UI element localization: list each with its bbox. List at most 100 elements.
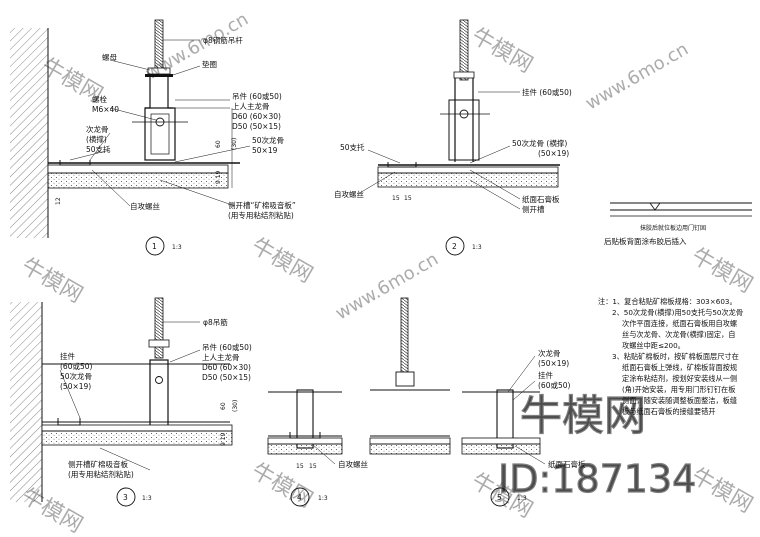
d3-panel-label: 侧开槽矿棉吸音板	[68, 459, 128, 469]
svg-text:12: 12	[55, 197, 62, 205]
detail-scale-5: 1:3	[517, 495, 527, 502]
detail-number-circle-4	[290, 487, 310, 507]
d3-keel-size: (50×19)	[60, 382, 91, 391]
d5-cross-keel-size: (50×19)	[538, 359, 569, 368]
mineral-panel-3	[41, 430, 233, 446]
d2-hanger-label: 挂件 (60或50)	[522, 87, 572, 97]
d3-rod-label: φ8吊筋	[203, 317, 228, 327]
d5-board-label: 纸面石膏板	[548, 459, 586, 469]
gypsum-board-2	[377, 166, 559, 174]
notes-block: 注：1、复合粘贴矿棉板规格：303×603。2、50次龙骨(横撑)用50支托与5…	[598, 296, 758, 417]
hook-2	[454, 78, 474, 162]
detail-scale-2: 1:3	[472, 244, 482, 251]
note-line: 纸面石膏板上弹线，矿棉板背面按规	[622, 363, 738, 372]
d5-cross-keel-label: 次龙骨	[538, 348, 561, 358]
d2-board-label: 纸面石膏板	[522, 194, 560, 204]
mineral-panel-4	[267, 443, 343, 455]
note-line: 攻螺丝中距≤200。	[622, 341, 685, 350]
side-detail-caption: 抹胶后就位板边用门钉固	[640, 224, 706, 232]
svg-text:15: 15	[296, 463, 304, 470]
d3-keel-label: 50次龙骨	[60, 371, 92, 381]
detail-3: 60 (30) 9 19 φ8吊筋 挂件 (60或50) 50次龙骨 (50×1…	[10, 297, 252, 507]
watermark-brand-i: 牛模网	[687, 464, 757, 519]
hanger-3	[149, 359, 169, 429]
d1-screw-label: 自攻螺丝	[130, 201, 160, 211]
d3-hook-size: (60或50)	[60, 361, 93, 371]
d2-bracket-label: 50支托	[340, 142, 365, 152]
rod-3	[154, 297, 164, 359]
d1-secondary-keel-size: 50×19	[252, 146, 278, 155]
detail-scale-1: 1:3	[172, 244, 182, 251]
rod-2	[459, 19, 469, 81]
washer-1	[145, 74, 173, 77]
d1-main-keel-label: 上人主龙骨	[232, 101, 270, 111]
d1-cross-keel-sub: (横撑)	[86, 134, 107, 144]
watermark-brand-b: 牛模网	[467, 24, 537, 79]
d3-d60-label: D60 (60×30)	[202, 363, 251, 372]
main-keel-1	[144, 107, 176, 161]
watermark-site-b: www.6mo.cn	[582, 39, 692, 115]
note-line: 定涂布粘结剂，按划好安装线从一侧	[622, 374, 738, 383]
d1-bolt-size: M6×40	[92, 105, 119, 114]
gypsum-board-1	[47, 164, 229, 174]
watermark-brand-d: 牛模网	[247, 234, 317, 289]
detail-5: 次龙骨 (50×19) 挂件 (60或50) 纸面石膏板 5 1:3	[369, 297, 586, 507]
d3-hanger-label: 吊件 (60或50)	[202, 342, 252, 352]
side-detail-note: 后贴板背面涂布胶后插入	[604, 236, 687, 246]
d1-bolt-label: 螺栓	[92, 94, 107, 104]
d1-rod-label: φ8钢筋吊杆	[203, 35, 243, 45]
d5-hook-label: 挂件	[538, 370, 553, 380]
note-line: 次作平面连接，纸面石膏板用自攻螺	[622, 319, 738, 328]
d1-panel-note: (用专用粘结剂粘贴)	[228, 210, 294, 220]
svg-text:9 19: 9 19	[215, 170, 222, 184]
watermark-id-block: 牛模网 ID:187134	[497, 390, 697, 501]
detail-2: 15 15 挂件 (60或50) 50支托 50次龙骨 (横撑) (50×19)…	[334, 19, 572, 256]
d5-hook-size: (60或50)	[538, 380, 571, 390]
d1-d50-label: D50 (50×15)	[232, 122, 281, 131]
d2-screw-label: 自攻螺丝	[334, 189, 364, 199]
d1-secondary-keel-label: 50次龙骨	[252, 135, 284, 145]
d3-main-keel-label: 上人主龙骨	[202, 352, 240, 362]
d1-bracket-label: 50支托	[86, 144, 111, 154]
watermark-id: ID:187134	[498, 457, 696, 501]
detail-scale-3: 1:3	[142, 495, 152, 502]
watermark-brand-f: 牛模网	[247, 459, 317, 514]
d3-hook-label: 挂件	[60, 351, 75, 361]
wall-3	[10, 302, 42, 502]
side-detail: 抹胶后就位板边用门钉固 后贴板背面涂布胶后插入	[604, 202, 752, 246]
d3-panel-note: (用专用粘结剂粘贴)	[68, 469, 134, 479]
svg-text:(30): (30)	[231, 138, 238, 150]
detail-number-5: 5	[497, 493, 502, 502]
detail-number-circle-2	[445, 236, 465, 256]
watermark-brand-g: 牛模网	[17, 484, 87, 537]
d2-cross-keel-size: (50×19)	[538, 149, 569, 158]
detail-number-1: 1	[152, 242, 157, 251]
watermark-brand-e: 牛模网	[687, 244, 757, 299]
d1-d60-label: D60 (60×30)	[232, 112, 281, 121]
hanger-1	[145, 77, 173, 109]
svg-text:15: 15	[392, 195, 400, 202]
mineral-panel-5	[461, 443, 541, 455]
rod-5	[400, 297, 409, 377]
detail-number-circle-5	[490, 487, 510, 507]
note-line: 2、50次龙骨(横撑)用50支托与50次龙骨	[612, 308, 744, 317]
watermark-brand-large: 牛模网	[520, 391, 646, 440]
d1-washer-label: 垫圈	[202, 59, 217, 69]
d2-cross-keel-label: 50次龙骨 (横撑)	[512, 138, 567, 148]
svg-text:9 19: 9 19	[220, 432, 227, 446]
mineral-panel-1	[47, 172, 229, 189]
detail-number-2: 2	[452, 242, 457, 251]
detail-number-4: 4	[297, 493, 302, 502]
svg-text:15: 15	[309, 463, 317, 470]
d1-hanger-label: 吊件 (60或50)	[232, 91, 282, 101]
watermark-site-c: www.6mo.cn	[332, 249, 442, 325]
note-line: 侧面，随安装随调整板面整洁，板缝	[622, 396, 738, 405]
note-line: 板与纸面石膏板的接缝要错开	[622, 407, 716, 416]
detail-4: 15 15 自攻螺丝 4 1:3	[267, 389, 368, 507]
detail-number-circle-3	[116, 487, 136, 507]
watermark-brand-c: 牛模网	[17, 254, 87, 309]
wall-1	[10, 28, 48, 238]
d4-screw-label: 自攻螺丝	[338, 459, 368, 469]
d1-panel-label: 侧开槽“矿棉吸音板”	[228, 200, 296, 210]
d2-slot-label: 侧开槽	[522, 204, 545, 214]
